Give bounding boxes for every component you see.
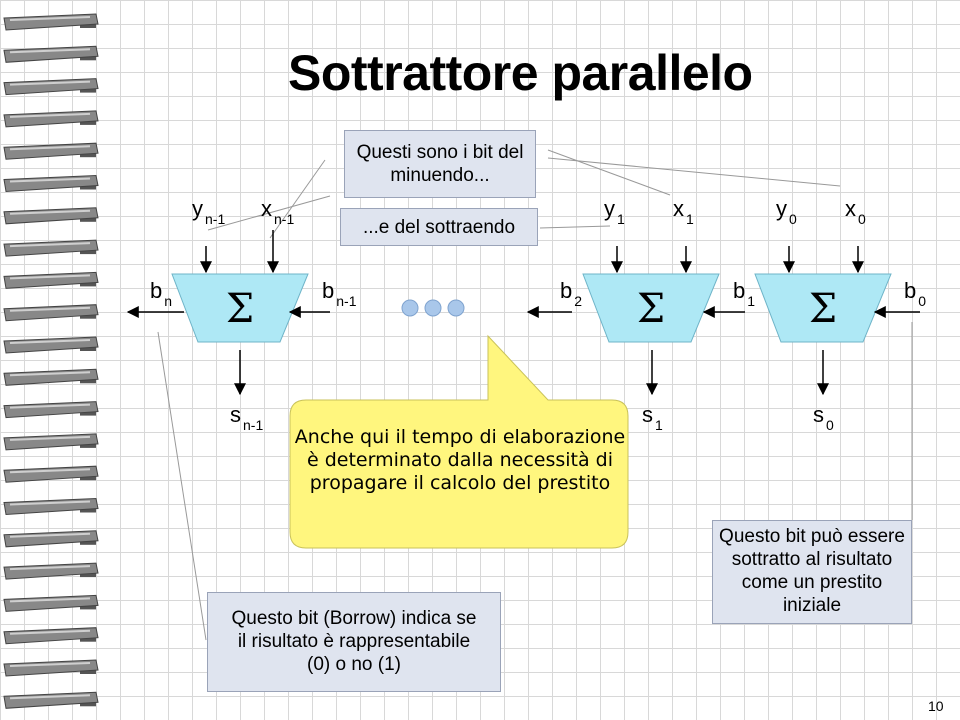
binding-ring [3, 239, 99, 257]
sigma-symbol: Σ [809, 286, 837, 332]
binding-ring [3, 497, 99, 516]
page-title: Sottrattore parallelo [288, 45, 753, 101]
note-propagation: Anche qui il tempo di elaborazione è det… [294, 426, 626, 494]
note-minuend: Questi sono i bit del minuendo... [344, 130, 536, 198]
callout-bubble [289, 334, 629, 549]
binding-ring [3, 401, 99, 419]
binding-ring [3, 304, 99, 322]
binding-ring [3, 594, 99, 612]
binding-ring [3, 691, 99, 709]
binding-ring [3, 627, 99, 645]
input-arrows [200, 230, 864, 274]
binding-ring [3, 433, 99, 451]
binding-ring [3, 271, 99, 289]
binding-ring [3, 13, 99, 31]
binding-ring [3, 45, 99, 63]
page-number: 10 [928, 698, 944, 714]
note-borrow-out: Questo bit (Borrow) indica se il risulta… [207, 592, 501, 692]
ellipsis-dots [401, 299, 465, 317]
binding-ring [3, 659, 99, 677]
note-borrow-in: Questo bit può essere sottratto al risul… [712, 520, 912, 624]
binding-ring [3, 530, 99, 548]
sigma-symbol: Σ [637, 286, 665, 332]
adder-block-n1: Σ [171, 273, 309, 343]
binding-ring [3, 207, 99, 225]
adder-block-0: Σ [754, 273, 892, 343]
sigma-symbol: Σ [226, 286, 254, 332]
output-arrows [234, 350, 829, 396]
note-leader-lines [157, 149, 913, 641]
spiral-binding [3, 13, 99, 709]
binding-ring [3, 336, 99, 354]
binding-ring [3, 174, 99, 193]
binding-ring [3, 110, 99, 128]
binding-ring [3, 142, 99, 160]
binding-ring [3, 465, 99, 483]
binding-ring [3, 562, 99, 580]
note-subtrahend: ...e del sottraendo [340, 208, 538, 246]
adder-block-1: Σ [582, 273, 720, 343]
binding-ring [3, 368, 99, 386]
binding-ring [3, 78, 99, 96]
